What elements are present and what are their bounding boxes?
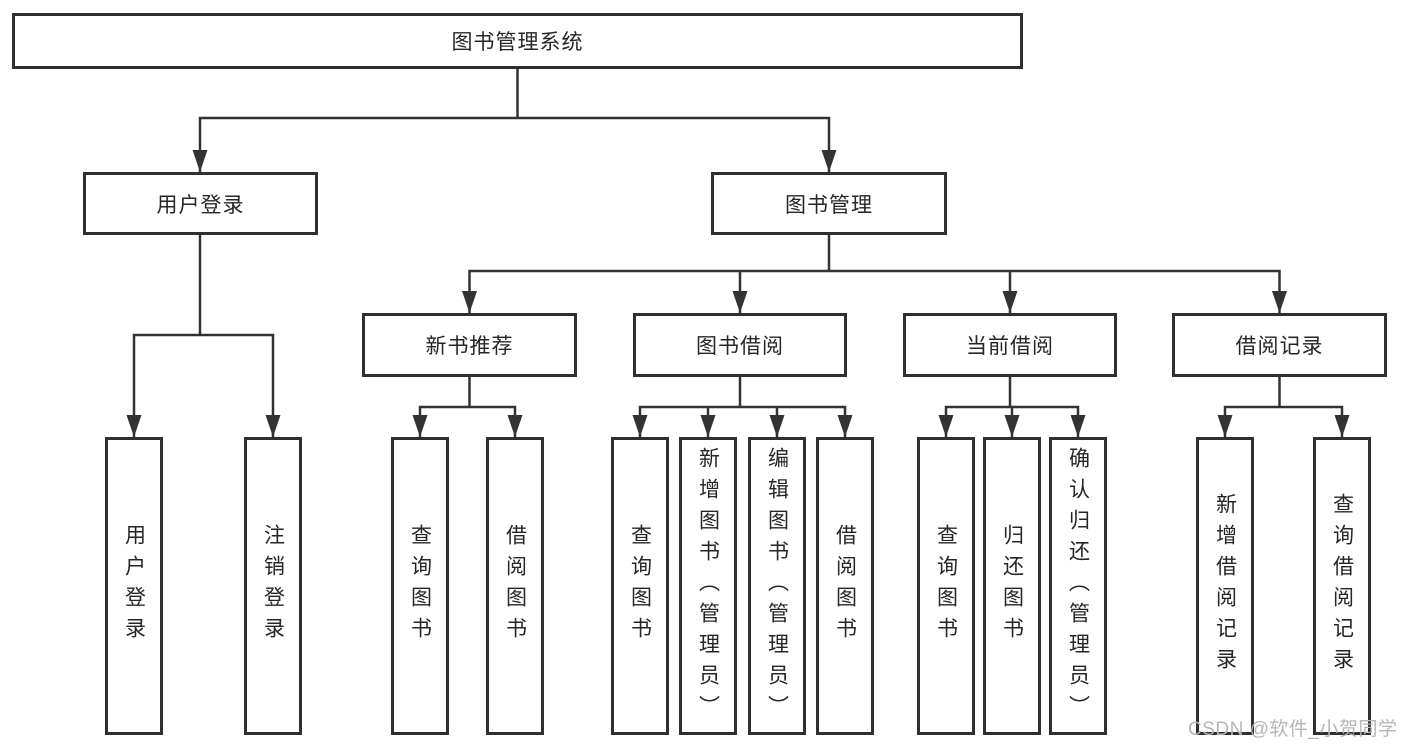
node-new-book-recommend: 新书推荐 (362, 313, 577, 377)
node-borrow-records: 借阅记录 (1172, 313, 1387, 377)
leaf-label: 用户登录 (122, 524, 146, 648)
node-book-management: 图书管理 (711, 172, 947, 235)
leaf-current-return-book: 归还图书 (983, 437, 1041, 735)
leaf-label: 借阅图书 (503, 524, 527, 648)
node-library-system: 图书管理系统 (12, 13, 1023, 69)
leaf-records-add-record: 新增借阅记录 (1196, 437, 1254, 735)
leaf-label: 查询图书 (408, 524, 432, 648)
node-label: 用户登录 (156, 193, 245, 217)
leaf-user-login: 用户登录 (105, 437, 163, 735)
leaf-borrow-query-book: 查询图书 (611, 437, 669, 735)
arrowhead-icons (126, 150, 1350, 437)
node-user-login: 用户登录 (83, 172, 318, 235)
node-current-borrow: 当前借阅 (903, 313, 1117, 377)
leaf-label: 归还图书 (1000, 524, 1024, 648)
leaf-label: 确认归还（管理员） (1066, 446, 1090, 726)
leaf-borrow-edit-book-admin: 编辑图书（管理员） (748, 437, 806, 735)
leaf-label: 新增借阅记录 (1213, 493, 1237, 679)
leaf-label: 注销登录 (261, 524, 285, 648)
node-label: 当前借阅 (966, 335, 1054, 358)
leaf-label: 借阅图书 (833, 524, 857, 648)
leaf-recommend-query-book: 查询图书 (391, 437, 449, 735)
watermark: CSDN @软件_小贺同学 (1188, 719, 1398, 740)
leaf-label: 新增图书（管理员） (696, 446, 720, 726)
node-label: 图书借阅 (696, 335, 784, 358)
leaf-current-query-book: 查询图书 (917, 437, 975, 735)
node-label: 借阅记录 (1235, 335, 1324, 358)
leaf-borrow-add-book-admin: 新增图书（管理员） (679, 437, 737, 735)
leaf-label: 查询图书 (628, 524, 652, 648)
connector-lines (132, 69, 1344, 437)
node-label: 图书管理系统 (451, 31, 584, 54)
leaf-recommend-borrow-book: 借阅图书 (486, 437, 544, 735)
leaf-label: 编辑图书（管理员） (765, 446, 789, 726)
leaf-borrow-borrow-book: 借阅图书 (816, 437, 874, 735)
leaf-records-query-record: 查询借阅记录 (1313, 437, 1371, 735)
node-book-borrow: 图书借阅 (633, 313, 847, 377)
leaf-logout-login: 注销登录 (244, 437, 302, 735)
node-label: 新书推荐 (425, 335, 514, 358)
leaf-label: 查询借阅记录 (1330, 493, 1354, 679)
leaf-label: 查询图书 (934, 524, 958, 648)
node-label: 图书管理 (785, 193, 873, 217)
leaf-current-confirm-return-admin: 确认归还（管理员） (1049, 437, 1107, 735)
